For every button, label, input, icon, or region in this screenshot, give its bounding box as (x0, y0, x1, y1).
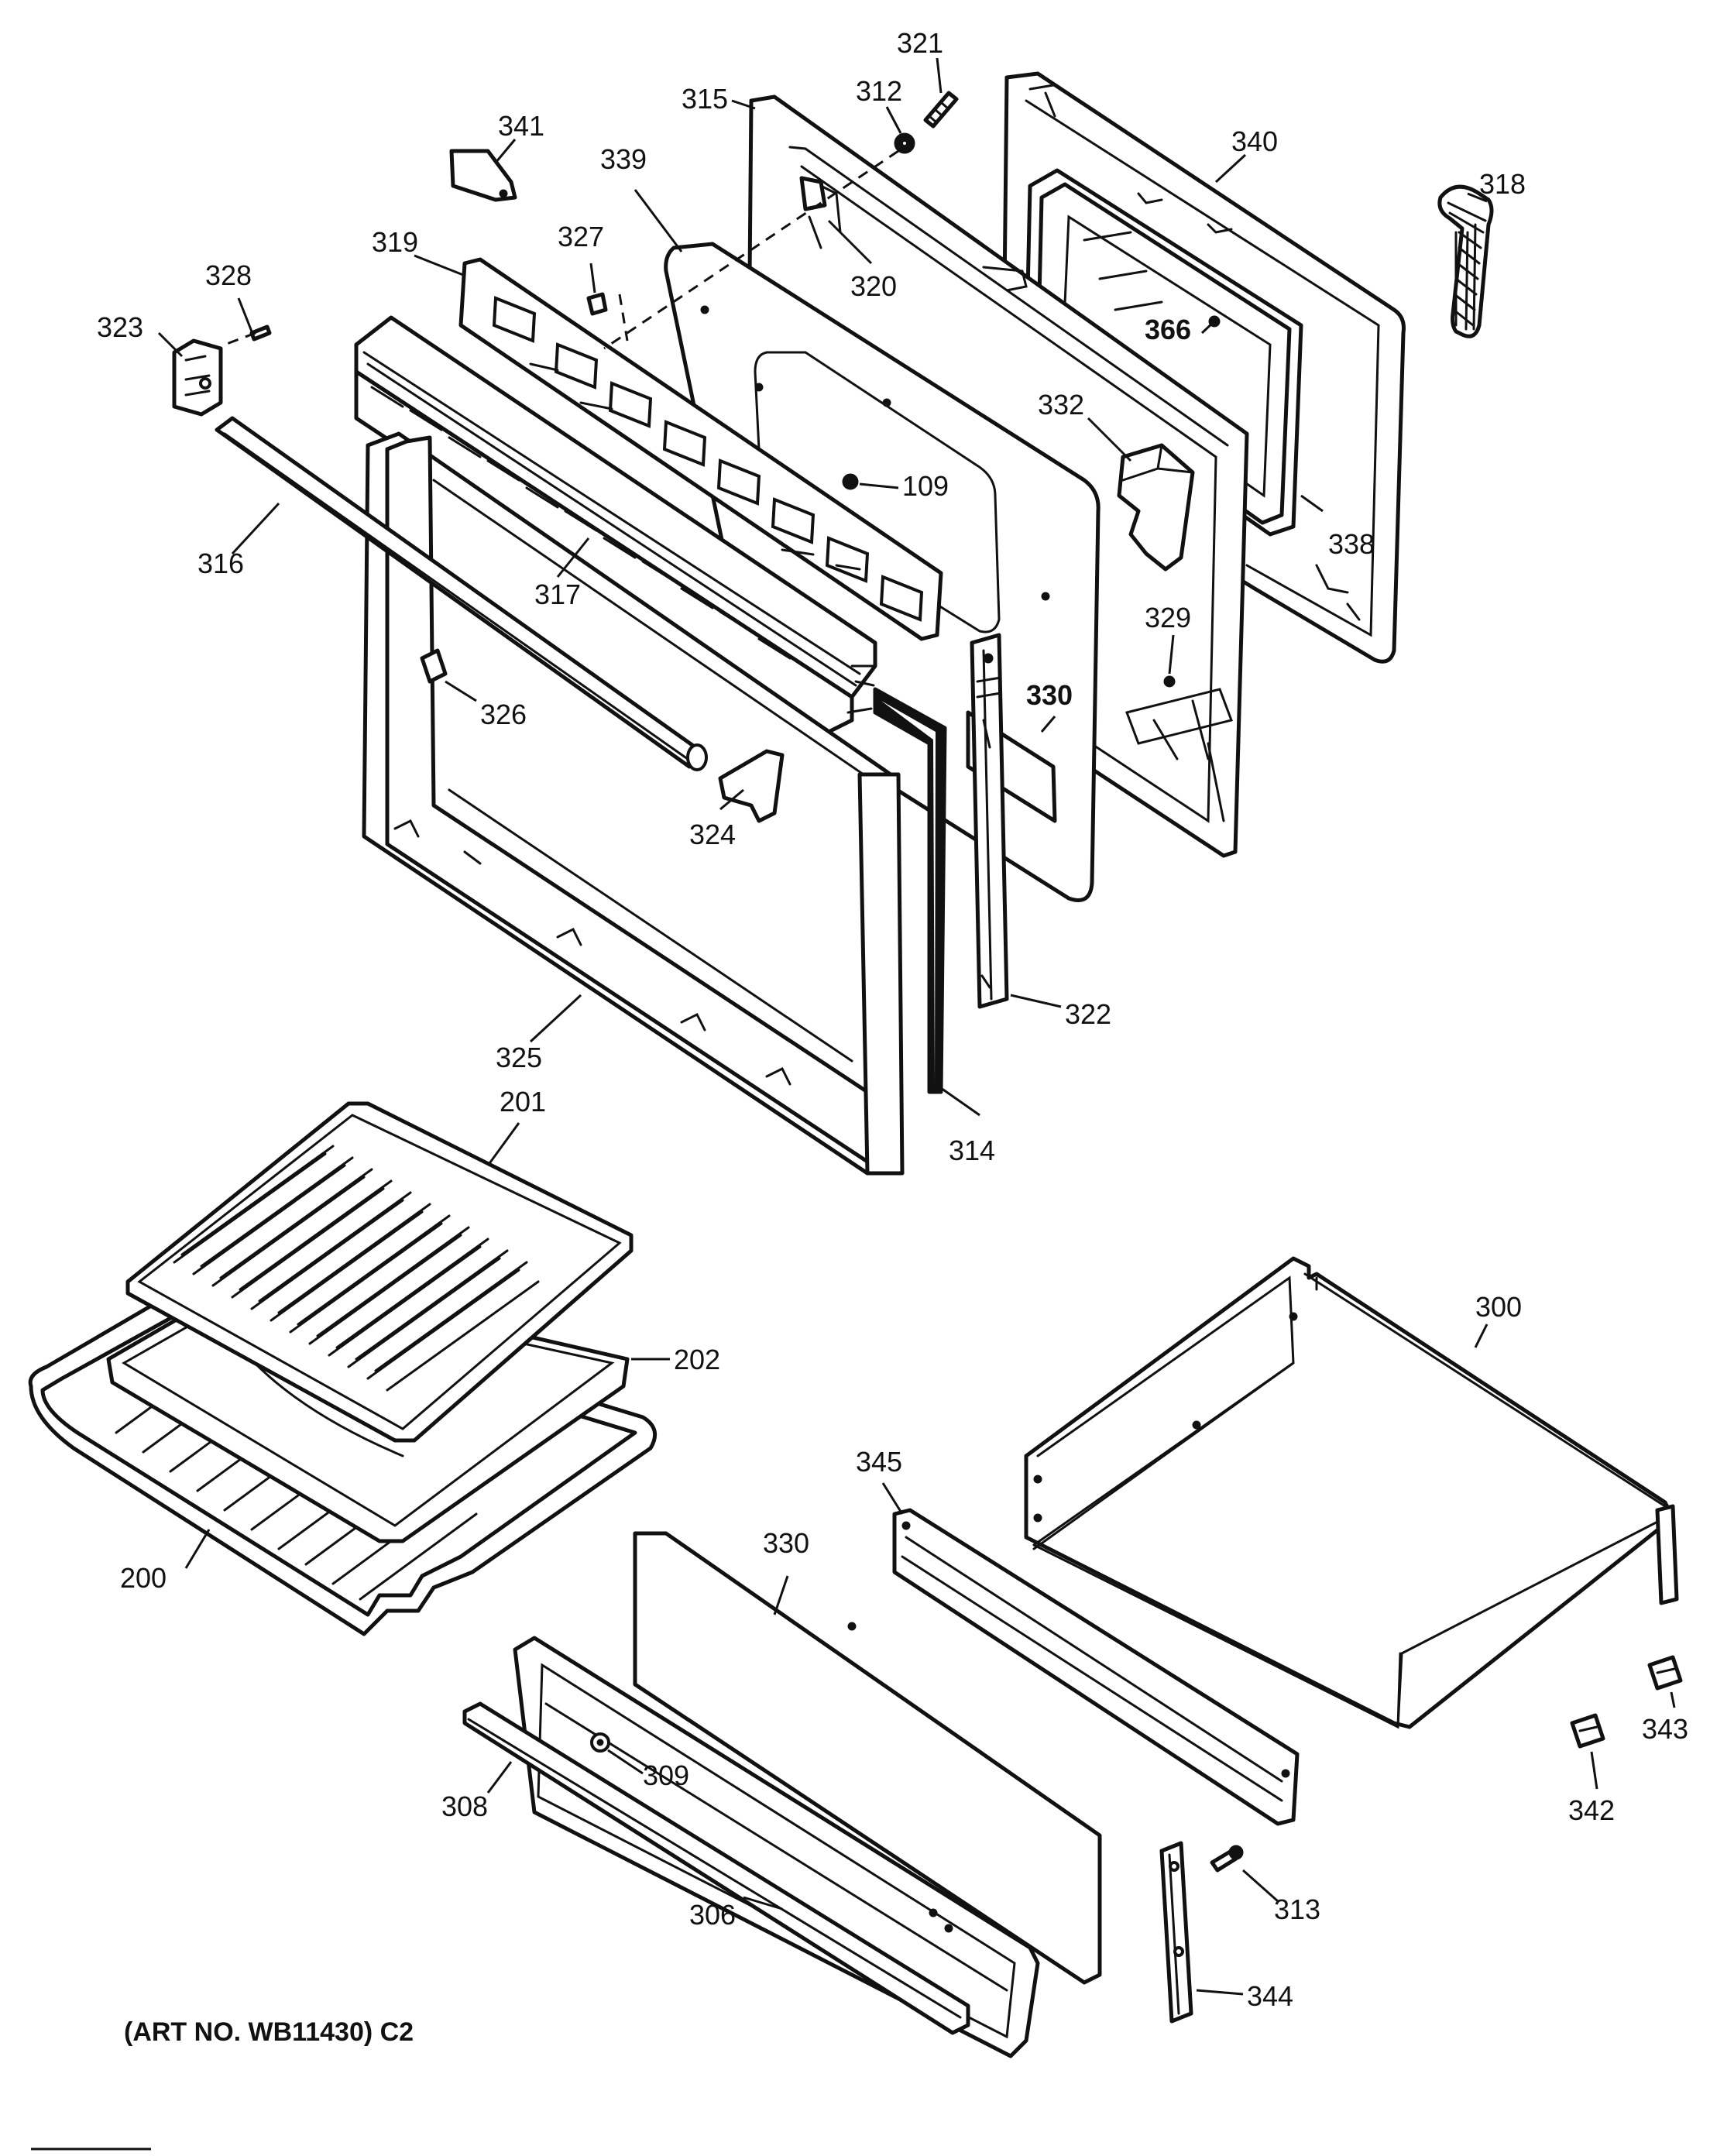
alignment-line (618, 294, 629, 342)
part-332-insulation (1117, 443, 1195, 572)
callout-317: 317 (534, 578, 581, 610)
part-109-nut (842, 473, 859, 490)
callout-325: 325 (496, 1042, 542, 1073)
part-308-drawer-trim (462, 1701, 970, 2035)
callout-300: 300 (1475, 1291, 1522, 1323)
callout-338: 338 (1328, 528, 1375, 560)
part-316-handle-rod (215, 416, 708, 771)
part-322-hinge-channel (970, 633, 1009, 1009)
part-318-door-handle (1437, 184, 1494, 338)
callout-326: 326 (480, 699, 527, 730)
callout-312: 312 (856, 75, 902, 107)
callout-314: 314 (949, 1135, 995, 1166)
part-329-hinge (1125, 675, 1233, 822)
part-330-drawer-panel (633, 1531, 1102, 1985)
callout-313: 313 (1274, 1893, 1320, 1925)
callout-319: 319 (372, 226, 418, 258)
part-344-rail-bracket (1159, 1841, 1193, 2024)
callout-341: 341 (498, 110, 544, 142)
callout-321: 321 (897, 27, 943, 59)
callout-327: 327 (558, 221, 604, 252)
callout-324: 324 (689, 819, 736, 850)
callout-202: 202 (674, 1344, 720, 1375)
callout-200: 200 (120, 1562, 167, 1594)
part-326-clip (420, 648, 448, 684)
callout-309: 309 (643, 1759, 689, 1791)
part-342-clip (1570, 1713, 1605, 1749)
callout-109: 109 (902, 470, 949, 502)
callout-201: 201 (500, 1086, 546, 1117)
callout-342: 342 (1568, 1794, 1615, 1826)
callout-329: 329 (1145, 602, 1191, 633)
part-345-drawer-slide (892, 1508, 1300, 1826)
part-341-plate (449, 149, 517, 202)
callout-308: 308 (441, 1790, 488, 1822)
callout-328: 328 (205, 259, 252, 291)
art-number: (ART NO. WB11430) C2 (124, 2017, 414, 2047)
part-323-hinge-lock (172, 338, 223, 417)
part-312-nut (894, 132, 915, 154)
callout-330-lower: 330 (763, 1527, 809, 1559)
part-306-drawer-front (513, 1636, 1040, 2058)
part-324-bracket (718, 749, 785, 823)
callout-318: 318 (1479, 168, 1526, 200)
callout-345: 345 (856, 1446, 902, 1478)
part-313-screw (1210, 1845, 1244, 1873)
part-327-clip (586, 292, 608, 316)
leader-lines (157, 57, 1676, 1996)
callout-332: 332 (1038, 389, 1084, 421)
part-328-screw (249, 324, 272, 342)
part-317-vent-trim (354, 315, 877, 734)
callout-320: 320 (850, 270, 897, 302)
part-321-screw (923, 91, 959, 129)
callout-366: 366 (1145, 314, 1191, 345)
callout-330-upper: 330 (1026, 679, 1073, 711)
callout-343: 343 (1642, 1713, 1688, 1745)
callout-306: 306 (689, 1899, 736, 1931)
part-314-gasket (873, 687, 947, 1094)
part-343-clip (1647, 1655, 1683, 1691)
part-319-vent-panel (458, 257, 943, 641)
part-309-screw (590, 1732, 610, 1753)
callout-323: 323 (97, 311, 143, 343)
callout-339: 339 (600, 143, 647, 175)
callout-344: 344 (1247, 1980, 1293, 2012)
part-300-drawer-body (1024, 1256, 1679, 1729)
callout-340: 340 (1231, 125, 1278, 157)
alignment-line (603, 149, 899, 350)
part-201-pan-insert (125, 1101, 634, 1443)
callout-315: 315 (682, 83, 728, 115)
alignment-line (224, 331, 256, 346)
callout-316: 316 (197, 548, 244, 579)
callout-322: 322 (1065, 998, 1111, 1030)
